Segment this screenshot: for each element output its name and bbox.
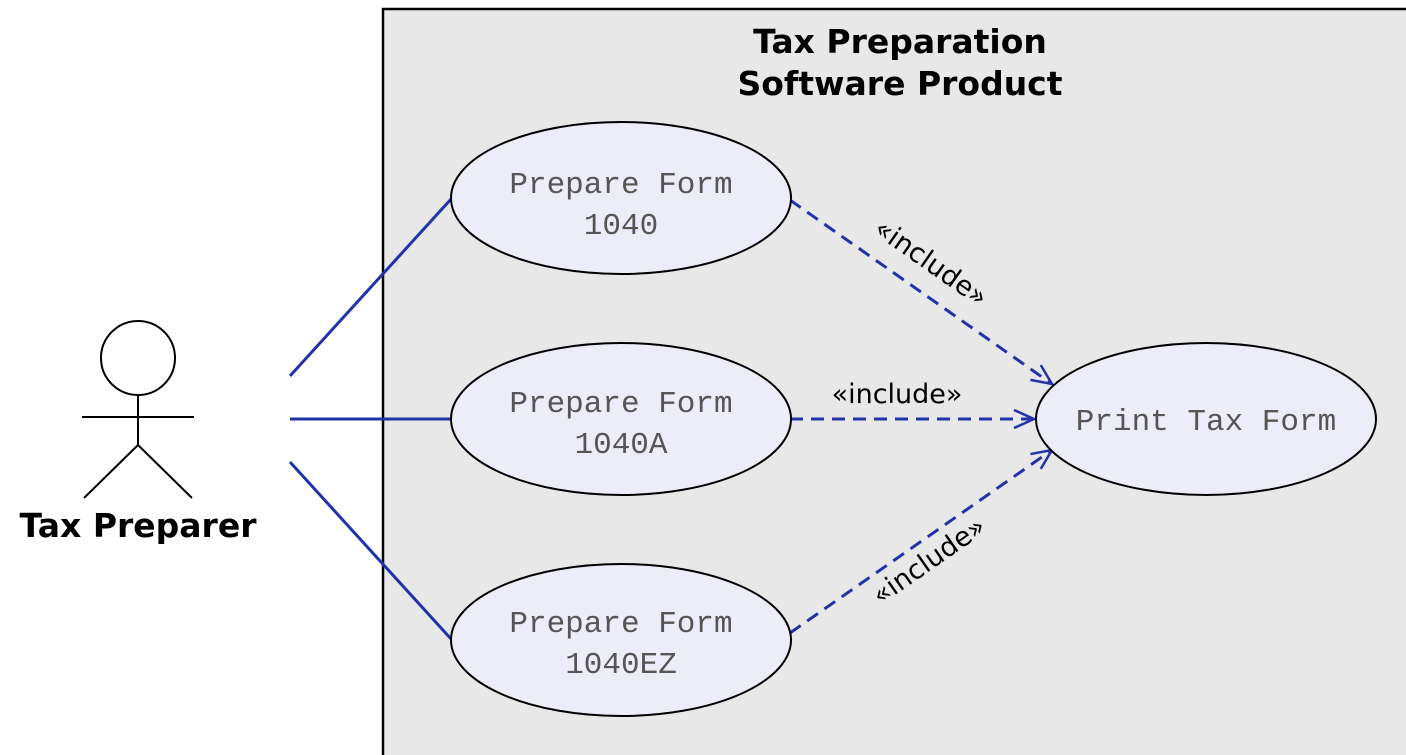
- actor-head: [100, 320, 176, 396]
- association-1040ez: [288, 460, 454, 642]
- use-case-1040-line1: Prepare Form: [509, 168, 732, 203]
- use-case-prepare-form-1040: Prepare Form 1040: [450, 121, 792, 275]
- use-case-print-tax-form: Print Tax Form: [1035, 342, 1377, 496]
- use-case-1040-line2: 1040: [584, 209, 658, 244]
- use-case-1040a-line1: Prepare Form: [509, 387, 732, 422]
- include-1040-print: [789, 198, 1052, 384]
- use-case-prepare-form-1040a: Prepare Form 1040A: [450, 342, 792, 496]
- system-title-line1: Tax Preparation: [753, 22, 1047, 61]
- actor-label: Tax Preparer: [20, 506, 258, 545]
- association-1040: [288, 196, 454, 378]
- include-1040ez-print: [789, 450, 1052, 635]
- actor-left-leg: [83, 444, 139, 499]
- include-label-1040a: «include»: [832, 379, 963, 410]
- actor-tax-preparer: [82, 320, 194, 499]
- use-case-prepare-form-1040ez: Prepare Form 1040EZ: [450, 563, 792, 717]
- actor-right-leg: [137, 444, 193, 499]
- use-case-1040a-line2: 1040A: [574, 428, 667, 463]
- use-case-print-label: Print Tax Form: [1076, 405, 1336, 440]
- use-case-1040ez-line1: Prepare Form: [509, 607, 732, 642]
- system-title-line2: Software Product: [737, 64, 1062, 103]
- use-case-1040ez-line2: 1040EZ: [565, 648, 677, 683]
